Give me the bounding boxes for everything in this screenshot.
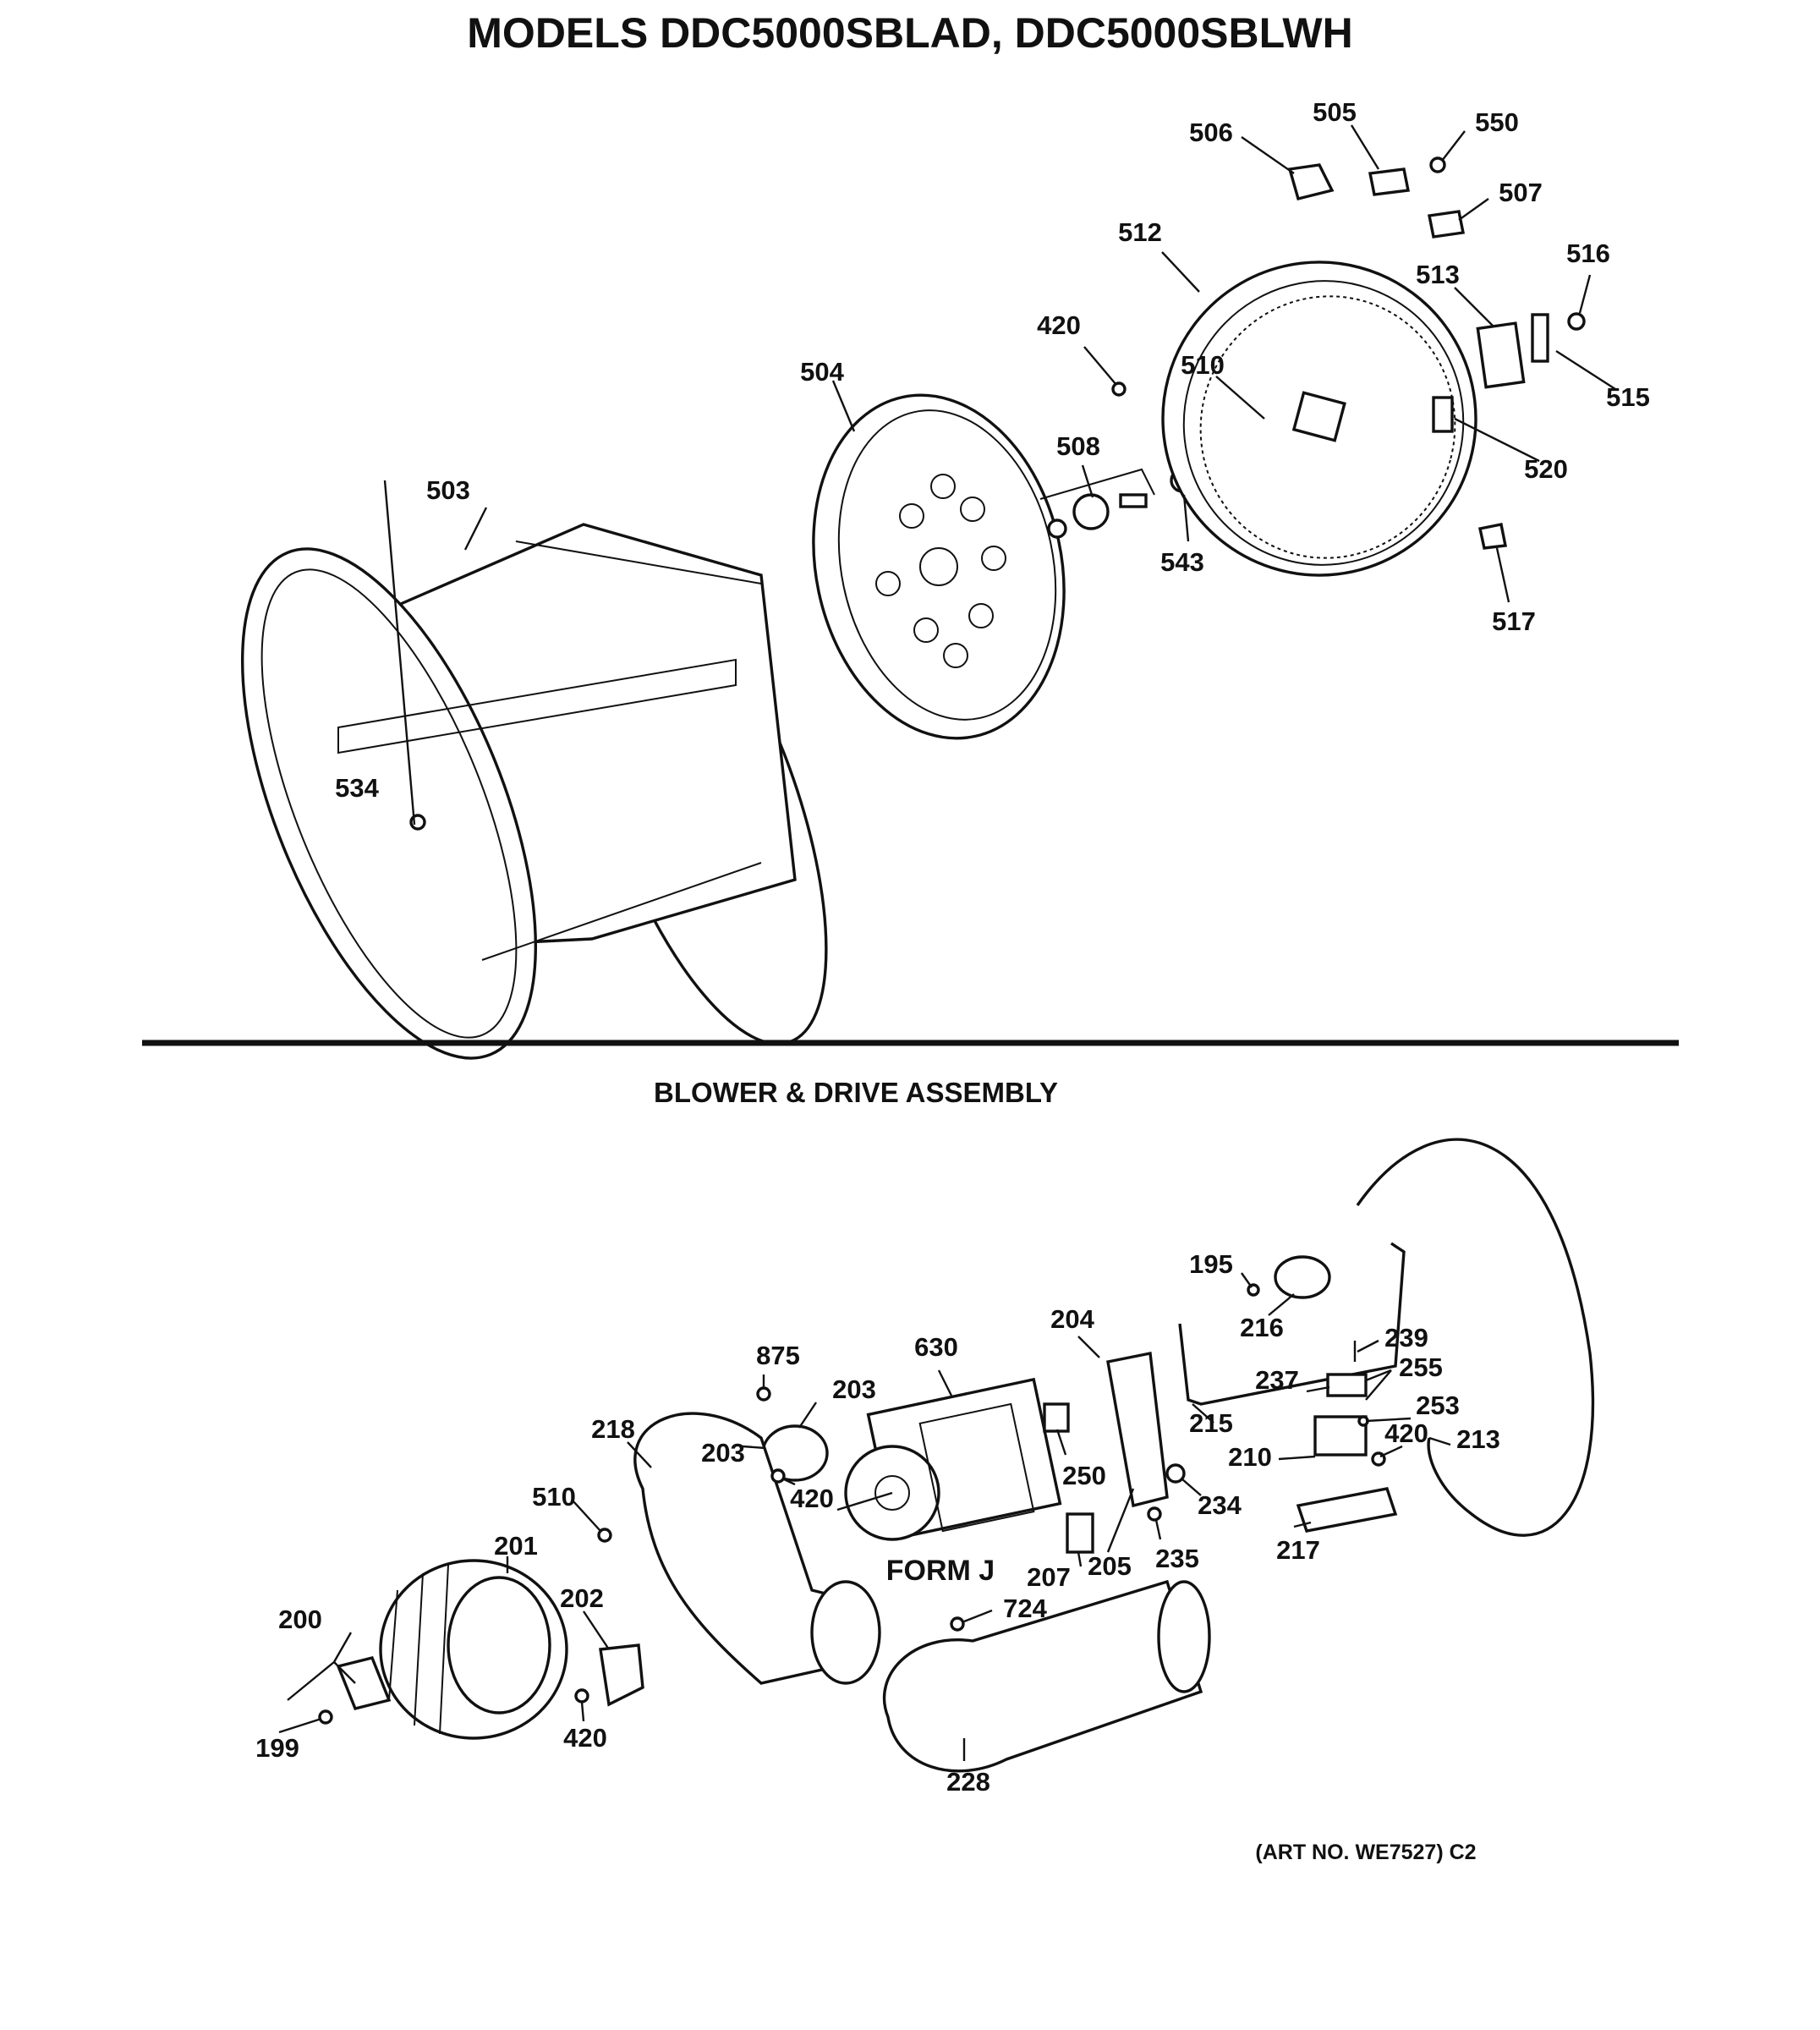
- callout-250: 250: [1062, 1461, 1106, 1490]
- callout-517: 517: [1492, 606, 1536, 636]
- blower-callouts: 195 216 204 239 255 237 253 420 213 210 …: [255, 1249, 1500, 1797]
- callout-420-bottom: 420: [563, 1723, 607, 1753]
- drum-back-504: [812, 393, 1066, 740]
- callout-235: 235: [1155, 1544, 1199, 1573]
- callout-724: 724: [1003, 1594, 1047, 1623]
- idler-pulley-216: [1274, 1255, 1331, 1299]
- callout-513: 513: [1416, 260, 1460, 289]
- pulley-250: [1043, 1402, 1070, 1433]
- motor-630: [836, 1377, 1062, 1541]
- callout-510-bottom: 510: [532, 1482, 576, 1512]
- callout-253: 253: [1416, 1391, 1460, 1420]
- callout-503: 503: [426, 475, 470, 505]
- callout-515: 515: [1606, 382, 1650, 412]
- switch-207: [1066, 1512, 1094, 1554]
- callout-507: 507: [1499, 178, 1543, 207]
- idler-arm-215: [1178, 1242, 1406, 1406]
- callout-520: 520: [1524, 454, 1568, 484]
- callout-508: 508: [1056, 431, 1100, 461]
- bracket-210: [1313, 1415, 1368, 1457]
- callout-213: 213: [1456, 1424, 1500, 1454]
- bracket-202: [599, 1643, 644, 1707]
- blower-wheel-201: [379, 1559, 568, 1740]
- callout-217: 217: [1276, 1535, 1320, 1565]
- callout-630: 630: [914, 1332, 958, 1362]
- blower-drive-assembly: [318, 1138, 1595, 1773]
- foot-517: [1477, 522, 1508, 550]
- callout-420-right: 420: [1384, 1418, 1428, 1448]
- rear-panel-512: [1161, 261, 1477, 577]
- screw-420-top: [1111, 381, 1127, 397]
- callout-210: 210: [1228, 1442, 1272, 1472]
- plate-513: [1476, 321, 1526, 389]
- callout-510-top: 510: [1181, 350, 1225, 380]
- diagram-title: MODELS DDC5000SBLAD, DDC5000SBLWH: [467, 9, 1352, 57]
- callout-201: 201: [494, 1531, 538, 1561]
- callout-234: 234: [1198, 1490, 1242, 1520]
- screw-724: [950, 1616, 965, 1632]
- drum-leader-lines: [383, 124, 1616, 826]
- nut-234: [1165, 1463, 1186, 1484]
- callout-199: 199: [255, 1733, 299, 1763]
- callout-237: 237: [1255, 1365, 1299, 1395]
- callout-200: 200: [278, 1605, 322, 1634]
- callout-420-motor: 420: [790, 1484, 834, 1513]
- callout-203-left: 203: [701, 1438, 745, 1468]
- blower-leader-lines: [278, 1272, 1451, 1761]
- callout-218: 218: [591, 1414, 635, 1444]
- callout-504: 504: [800, 357, 844, 387]
- callout-207: 207: [1027, 1562, 1071, 1592]
- callout-202: 202: [560, 1583, 604, 1613]
- screw-875: [756, 1386, 771, 1402]
- bracket-205: [1106, 1351, 1169, 1508]
- callout-205: 205: [1088, 1551, 1132, 1581]
- screw-199: [318, 1709, 333, 1725]
- form-label: FORM J: [886, 1555, 995, 1587]
- hardware-550: [1429, 156, 1446, 173]
- exhaust-duct-228: [882, 1579, 1211, 1773]
- nut-516: [1567, 312, 1586, 331]
- screw-510-bottom: [597, 1528, 612, 1543]
- callout-216: 216: [1240, 1313, 1284, 1342]
- drum-assembly: [240, 156, 1586, 1060]
- callout-506: 506: [1189, 118, 1233, 147]
- callout-543: 543: [1160, 547, 1204, 577]
- callout-534: 534: [335, 773, 379, 803]
- callout-420-top: 420: [1037, 310, 1081, 340]
- hardware-505: [1368, 167, 1411, 196]
- callout-239: 239: [1384, 1323, 1428, 1352]
- callout-195: 195: [1189, 1249, 1233, 1279]
- callout-512: 512: [1118, 217, 1162, 247]
- callout-505: 505: [1313, 97, 1357, 127]
- hardware-506: [1287, 163, 1335, 201]
- drive-belt-213: [1356, 1138, 1595, 1537]
- callout-203-top: 203: [832, 1374, 876, 1404]
- callout-215: 215: [1189, 1408, 1233, 1438]
- bracket-200: [336, 1655, 392, 1711]
- art-number: (ART NO. WE7527) C2: [1255, 1841, 1476, 1864]
- callout-875: 875: [756, 1341, 800, 1370]
- plate-217: [1296, 1487, 1398, 1533]
- hardware-507: [1427, 210, 1466, 239]
- clip-515: [1531, 313, 1549, 363]
- callout-255: 255: [1399, 1352, 1443, 1382]
- switch-237: [1326, 1373, 1368, 1397]
- section-title: BLOWER & DRIVE ASSEMBLY: [654, 1077, 1058, 1108]
- callout-228: 228: [946, 1767, 990, 1797]
- drum-callouts: 506 505 550 507 512 513 516 515 420 510 …: [335, 97, 1650, 803]
- callout-550: 550: [1475, 107, 1519, 137]
- duct-outlet: [810, 1580, 881, 1685]
- screw-420-b: [770, 1468, 786, 1484]
- callout-204: 204: [1050, 1304, 1094, 1334]
- screw-235: [1147, 1506, 1162, 1522]
- callout-516: 516: [1566, 239, 1610, 268]
- screw-420-a: [574, 1688, 589, 1704]
- drum-503: [240, 523, 828, 1060]
- bearing-508: [1039, 468, 1155, 539]
